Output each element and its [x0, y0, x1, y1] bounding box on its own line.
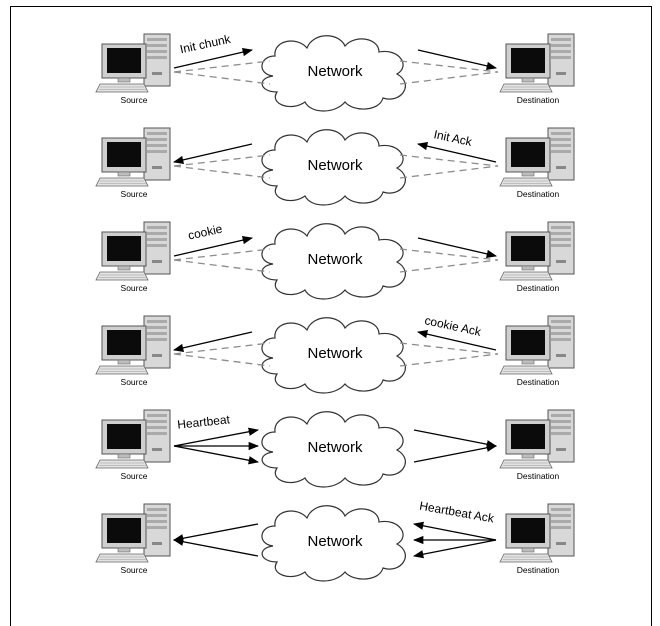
- source-label: Source: [121, 189, 148, 199]
- message-arrow: [173, 427, 260, 447]
- destination-computer-icon: [499, 221, 575, 281]
- dashed-path: [399, 71, 499, 85]
- handshake-row-5: Source Destination Network Heartbeat: [95, 409, 575, 488]
- message-label: Init chunk: [179, 32, 233, 57]
- dashed-path: [173, 353, 271, 367]
- destination-computer-icon: [499, 127, 575, 187]
- source-label: Source: [121, 283, 148, 293]
- dashed-path: [399, 60, 499, 73]
- dashed-path: [173, 342, 271, 355]
- dashed-path: [173, 60, 271, 73]
- message-arrow: [172, 537, 259, 557]
- dashed-path: [399, 165, 499, 179]
- source-computer-icon: [95, 127, 171, 187]
- destination-label: Destination: [517, 189, 560, 199]
- destination-label: Destination: [517, 565, 560, 575]
- message-label: Heartbeat Ack: [418, 499, 496, 526]
- network-label: Network: [307, 157, 363, 174]
- dashed-path: [173, 71, 271, 85]
- dashed-path: [399, 342, 499, 355]
- source-computer-icon: [95, 409, 171, 469]
- network-label: Network: [307, 533, 363, 550]
- source-label: Source: [121, 471, 148, 481]
- dashed-path: [173, 248, 271, 261]
- source-computer-icon: [95, 315, 171, 375]
- dashed-path: [173, 165, 271, 179]
- message-arrow: [417, 237, 498, 258]
- message-arrow: [413, 429, 498, 449]
- destination-computer-icon: [499, 33, 575, 93]
- network-label: Network: [307, 439, 363, 456]
- source-label: Source: [121, 95, 148, 105]
- source-computer-icon: [95, 221, 171, 281]
- figure-frame: [10, 6, 652, 626]
- message-arrow: [416, 330, 497, 351]
- network-label: Network: [307, 63, 363, 80]
- dashed-path: [173, 154, 271, 167]
- message-arrow: [173, 445, 260, 465]
- dashed-path: [399, 259, 499, 273]
- message-arrow: [172, 523, 259, 543]
- message-label: Heartbeat: [177, 412, 232, 432]
- handshake-row-3: Source Destination Network cookie: [95, 221, 575, 300]
- dashed-path: [399, 248, 499, 261]
- message-arrow: [172, 143, 253, 164]
- source-computer-icon: [95, 33, 171, 93]
- source-label: Source: [121, 565, 148, 575]
- destination-computer-icon: [499, 503, 575, 563]
- message-label: cookie: [187, 222, 224, 243]
- message-arrow: [412, 521, 497, 541]
- destination-label: Destination: [517, 283, 560, 293]
- message-label: Init Ack: [432, 127, 474, 149]
- source-label: Source: [121, 377, 148, 387]
- destination-label: Destination: [517, 95, 560, 105]
- message-arrow: [173, 48, 254, 69]
- handshake-row-2: Source Destination Network Init Ack: [95, 127, 575, 206]
- handshake-row-1: Source Destination Network Init chunk: [95, 32, 575, 112]
- dashed-path: [399, 154, 499, 167]
- network-label: Network: [307, 251, 363, 268]
- handshake-row-6: Source Destination Network Heartbeat Ack: [95, 499, 575, 582]
- destination-label: Destination: [517, 377, 560, 387]
- message-arrow: [413, 443, 498, 463]
- message-arrow: [173, 236, 254, 257]
- source-computer-icon: [95, 503, 171, 563]
- message-arrow: [172, 331, 253, 352]
- destination-computer-icon: [499, 315, 575, 375]
- destination-label: Destination: [517, 471, 560, 481]
- dashed-path: [173, 259, 271, 273]
- dashed-path: [399, 353, 499, 367]
- network-label: Network: [307, 345, 363, 362]
- message-arrow: [417, 49, 498, 70]
- message-arrow: [412, 539, 497, 559]
- message-arrow: [416, 142, 497, 163]
- destination-computer-icon: [499, 409, 575, 469]
